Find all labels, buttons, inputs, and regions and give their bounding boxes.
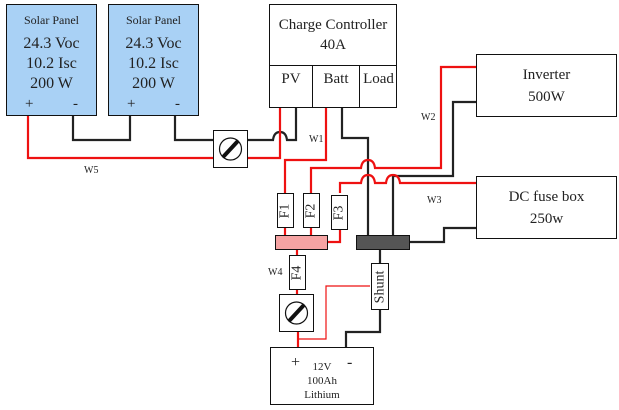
solar-panel-voc: 24.3 Voc — [23, 35, 80, 52]
inverter: Inverter 500W — [476, 54, 617, 117]
battery-chemistry: Lithium — [304, 389, 340, 401]
wire-w1-batt-positive — [283, 107, 328, 193]
dc-fuse-box: DC fuse box 250w — [476, 176, 617, 239]
wire-f3-busbar — [328, 228, 342, 244]
dc-fuse-box-name: DC fuse box — [508, 189, 585, 205]
fuse-f1: F1 — [277, 193, 294, 228]
inverter-name: Inverter — [522, 67, 571, 83]
fuse-label: F4 — [289, 265, 305, 280]
shunt-label: Shunt — [372, 270, 387, 303]
solar-panel-isc: 10.2 Isc — [128, 55, 179, 72]
battery-disconnect-switch — [279, 294, 314, 332]
wire-inverter-negative — [391, 100, 476, 242]
negative-terminal-label: - — [175, 96, 180, 112]
pv-disconnect-switch — [213, 130, 248, 168]
wire-shunt-sense — [299, 285, 370, 340]
wire-label-w1: W1 — [309, 134, 324, 145]
fuse-label: F2 — [303, 203, 319, 218]
solar-panel-title: Solar Panel — [24, 13, 79, 27]
battery-negative-label: - — [347, 354, 353, 371]
negative-busbar — [356, 235, 410, 250]
wire-pv-negative — [248, 107, 298, 142]
wire-shunt-battery-negative — [344, 310, 382, 347]
solar-panel-2: Solar Panel 24.3 Voc 10.2 Isc 200 W + - — [108, 4, 199, 116]
breaker-icon — [284, 301, 309, 325]
solar-panel-title: Solar Panel — [126, 13, 181, 27]
battery: + - 12V 100Ah Lithium — [270, 347, 374, 405]
wire-w2-inverter-positive — [309, 65, 476, 193]
port-load: Load — [359, 65, 397, 108]
wire-batt-negative — [340, 107, 370, 242]
positive-busbar — [275, 235, 328, 250]
wire-pv-positive — [248, 107, 282, 160]
wire-panel2-negative — [173, 116, 213, 142]
wire-label-w3: W3 — [427, 195, 442, 206]
fuse-f2: F2 — [303, 193, 320, 228]
wire-label-w2: W2 — [421, 112, 436, 123]
fuse-label: F3 — [331, 205, 347, 220]
shunt: Shunt — [371, 263, 389, 310]
negative-terminal-label: - — [73, 96, 78, 112]
dc-fuse-box-rating: 250w — [529, 211, 564, 227]
wire-w5-positive — [26, 116, 213, 160]
solar-panel-watts: 200 W — [132, 75, 175, 92]
positive-terminal-label: + — [127, 96, 136, 112]
solar-panel-1: Solar Panel 24.3 Voc 10.2 Isc 200 W + - — [6, 4, 97, 116]
wire-w3-fusebox-positive — [338, 173, 476, 193]
solar-panel-voc: 24.3 Voc — [125, 35, 182, 52]
fuse-f3: F3 — [331, 195, 348, 230]
inverter-rating: 500W — [528, 89, 565, 105]
port-batt: Batt — [312, 65, 359, 108]
wire-label-w4: W4 — [268, 267, 283, 278]
solar-panel-isc: 10.2 Isc — [26, 55, 77, 72]
fuse-label: F1 — [277, 203, 293, 218]
wire-series-link — [71, 116, 132, 142]
charge-controller-title: Charge Controller — [278, 17, 388, 33]
battery-voltage: 12V — [312, 361, 332, 373]
port-pv: PV — [270, 65, 312, 108]
charge-controller: Charge Controller 40A PV Batt Load — [269, 4, 397, 108]
positive-terminal-label: + — [25, 96, 34, 112]
charge-controller-rating: 40A — [320, 37, 346, 53]
fuse-f4: F4 — [289, 255, 306, 290]
solar-panel-watts: 200 W — [30, 75, 73, 92]
wire-label-w5: W5 — [84, 165, 99, 176]
battery-capacity: 100Ah — [307, 375, 337, 387]
breaker-icon — [218, 137, 243, 161]
battery-positive-label: + — [291, 354, 301, 371]
wire-fusebox-negative — [410, 226, 476, 244]
